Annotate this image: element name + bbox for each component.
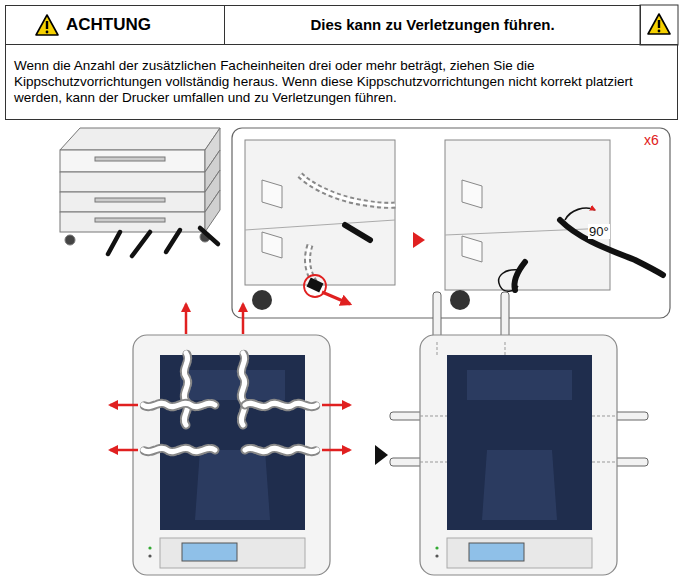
inset-after	[445, 140, 663, 310]
angle-label: 90°	[588, 224, 610, 239]
warning-text: Wenn die Anzahl der zusätzlichen Fachein…	[14, 58, 669, 107]
header-message-cell: Dies kann zu Verletzungen führen.	[224, 5, 641, 45]
inset-before	[245, 140, 395, 310]
warning-icon	[36, 15, 58, 35]
step-arrow	[413, 232, 425, 248]
count-label: x6	[643, 132, 660, 148]
warning-body-cell: Wenn die Anzahl der zusätzlichen Fachein…	[5, 44, 678, 120]
warning-text: Dies kann zu Verletzungen führen.	[310, 16, 554, 34]
printer-stack	[60, 128, 220, 245]
anti-tip-legs	[108, 228, 218, 256]
inset-frame	[232, 128, 670, 318]
warning-icon	[648, 14, 670, 34]
warning-text: ACHTUNG	[66, 15, 151, 35]
header-cell: ACHTUNG	[5, 5, 225, 45]
printer-top-view-after	[390, 292, 648, 575]
printer-top-view-before	[110, 304, 350, 575]
step-arrow	[375, 445, 388, 465]
icon-cell	[640, 5, 678, 45]
